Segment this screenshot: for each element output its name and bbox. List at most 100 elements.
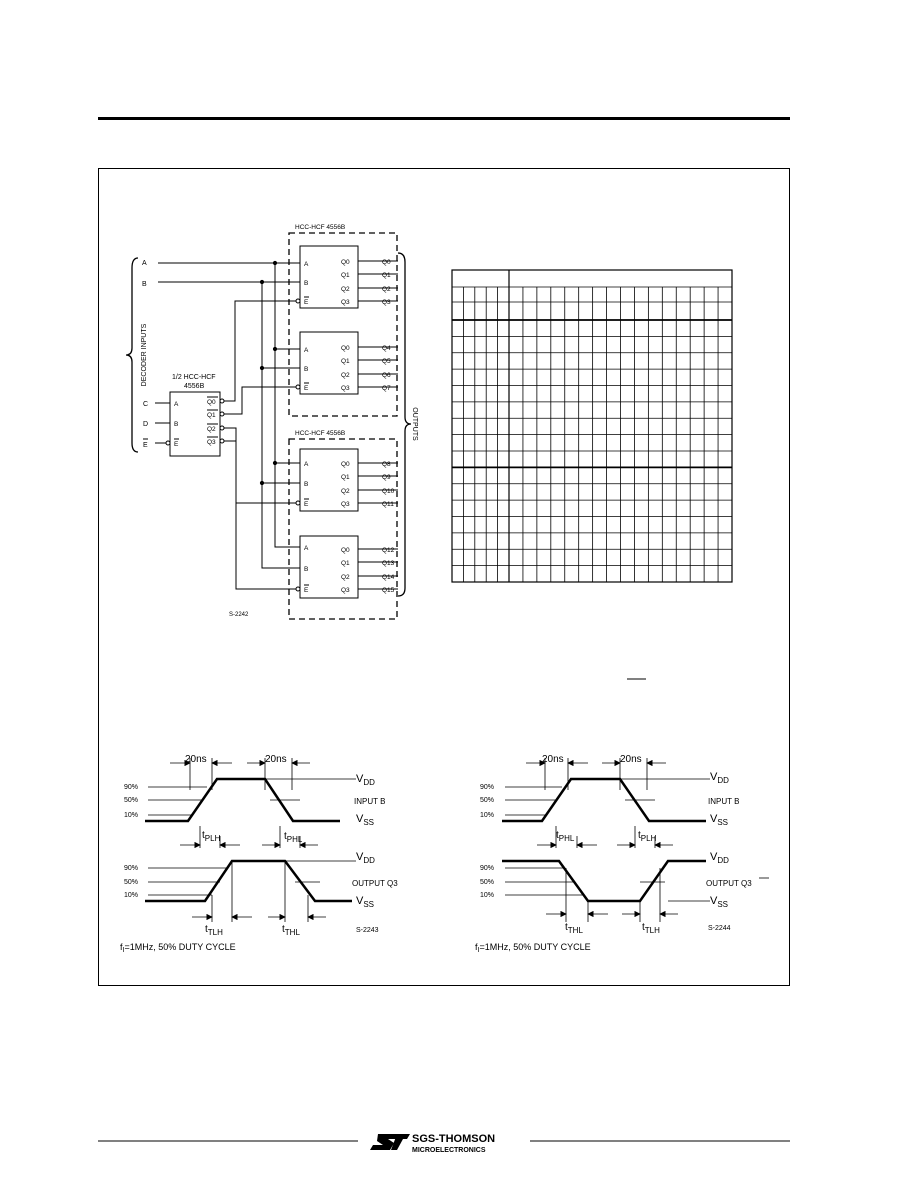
output-label: Q3 [382, 299, 391, 306]
right-figure-code: S-2244 [708, 925, 731, 932]
output-label: Q11 [382, 501, 394, 508]
output-label: Q4 [382, 345, 391, 352]
left-output-label: OUTPUT Q3 [352, 879, 398, 888]
timing-diagram-left: 20ns 20ns 90% 50% 10% VDD INPUT B VSS tP… [120, 754, 398, 954]
package-2 [288, 438, 398, 620]
outputs-label: OUTPUTS [411, 407, 418, 441]
svg-text:VSS: VSS [710, 813, 728, 827]
output-label: Q12 [382, 547, 395, 554]
output-label: Q0 [382, 259, 391, 266]
svg-text:Q1: Q1 [341, 474, 350, 481]
svg-text:tPLH: tPLH [202, 830, 221, 843]
svg-text:Q2: Q2 [341, 286, 350, 293]
output-label: Q10 [382, 488, 395, 495]
svg-text:E: E [304, 501, 309, 508]
left-figure-code: S-2243 [356, 927, 379, 934]
svg-text:E: E [304, 587, 309, 594]
svg-text:E: E [174, 441, 179, 448]
output-label: Q5 [382, 358, 391, 365]
header-rule [98, 117, 790, 120]
svg-text:50%: 50% [480, 879, 494, 886]
svg-text:A: A [304, 347, 309, 354]
svg-text:Q2: Q2 [341, 488, 350, 495]
input-e-label: E [143, 442, 148, 449]
svg-text:B: B [304, 481, 308, 488]
figure-panel [98, 168, 790, 986]
svg-text:Q2: Q2 [341, 574, 350, 581]
svg-text:A: A [304, 545, 309, 552]
svg-text:tPHL: tPHL [284, 831, 303, 844]
output-label: Q9 [382, 474, 391, 481]
svg-text:Q1: Q1 [207, 412, 216, 419]
svg-text:tTHL: tTHL [565, 922, 583, 935]
svg-text:VDD: VDD [356, 773, 375, 787]
decoder-block [169, 391, 221, 457]
decoder-inputs-brace [125, 257, 139, 453]
svg-text:Q0: Q0 [341, 547, 350, 554]
truth-table-grid [451, 269, 733, 583]
block-4: A B E Q0 Q1 Q2 Q3 [299, 535, 359, 599]
output-label: Q14 [382, 574, 395, 581]
timing-diagram-right: 20ns 20ns 90% 50% 10% VDD INPUT B VSS tP… [475, 754, 769, 954]
svg-text:Q1: Q1 [341, 560, 350, 567]
svg-text:Q1: Q1 [341, 272, 350, 279]
decoder-inputs-label: DECODER INPUTS [141, 323, 148, 386]
input-b-label: B [142, 281, 147, 288]
svg-text:Q0: Q0 [341, 461, 350, 468]
brand-subtitle: MICROELECTRONICS [412, 1147, 486, 1154]
block-2: A B E Q0 Q1 Q2 Q3 [299, 331, 359, 395]
svg-text:90%: 90% [124, 784, 138, 791]
svg-text:Q0: Q0 [341, 259, 350, 266]
right-rise-time: 20ns [542, 754, 564, 765]
left-input-label: INPUT B [354, 797, 385, 806]
svg-text:90%: 90% [124, 865, 138, 872]
left-frequency-note: fI=1MHz, 50% DUTY CYCLE [120, 942, 236, 954]
block-1: A B E Q0 Q1 Q2 Q3 [299, 245, 359, 309]
svg-text:tPHL: tPHL [556, 830, 575, 843]
svg-text:Q1: Q1 [341, 358, 350, 365]
svg-text:B: B [304, 566, 308, 573]
input-a-label: A [142, 260, 147, 267]
output-label: Q15 [382, 587, 395, 594]
right-input-label: INPUT B [708, 797, 739, 806]
output-label: Q7 [382, 385, 391, 392]
svg-text:VSS: VSS [356, 813, 374, 827]
output-label: Q8 [382, 461, 391, 468]
svg-text:Q0: Q0 [207, 399, 216, 406]
decoder-title-1: 1/2 HCC-HCF [172, 374, 216, 381]
svg-text:VSS: VSS [710, 895, 728, 909]
svg-text:E: E [304, 299, 309, 306]
svg-text:tTHL: tTHL [282, 924, 300, 937]
svg-text:VDD: VDD [710, 771, 729, 785]
svg-text:90%: 90% [480, 784, 494, 791]
svg-text:Q2: Q2 [207, 426, 216, 433]
input-d-label: D [143, 421, 148, 428]
svg-text:B: B [174, 421, 178, 428]
output-label: Q6 [382, 372, 391, 379]
svg-text:50%: 50% [124, 879, 138, 886]
output-label: Q1 [382, 272, 391, 279]
input-c-label: C [143, 401, 148, 408]
svg-text:A: A [304, 261, 309, 268]
grid-border [451, 269, 733, 583]
left-rise-time: 20ns [185, 754, 207, 765]
svg-text:E: E [304, 385, 309, 392]
svg-text:50%: 50% [124, 797, 138, 804]
svg-text:tPLH: tPLH [638, 830, 657, 843]
right-output-label: OUTPUT Q3 [706, 879, 752, 888]
output-label: Q2 [382, 286, 391, 293]
svg-text:B: B [304, 366, 308, 373]
svg-text:Q2: Q2 [341, 372, 350, 379]
svg-text:A: A [174, 401, 179, 408]
right-output-waveform [502, 859, 706, 903]
svg-text:VSS: VSS [356, 895, 374, 909]
svg-text:B: B [304, 280, 308, 287]
svg-text:Q3: Q3 [207, 439, 216, 446]
block-3: A B E Q0 Q1 Q2 Q3 [299, 448, 359, 512]
svg-text:Q3: Q3 [341, 299, 350, 306]
svg-text:10%: 10% [124, 812, 138, 819]
left-fall-time: 20ns [265, 754, 287, 765]
package-1-label: HCC-HCF 4556B [295, 224, 345, 231]
